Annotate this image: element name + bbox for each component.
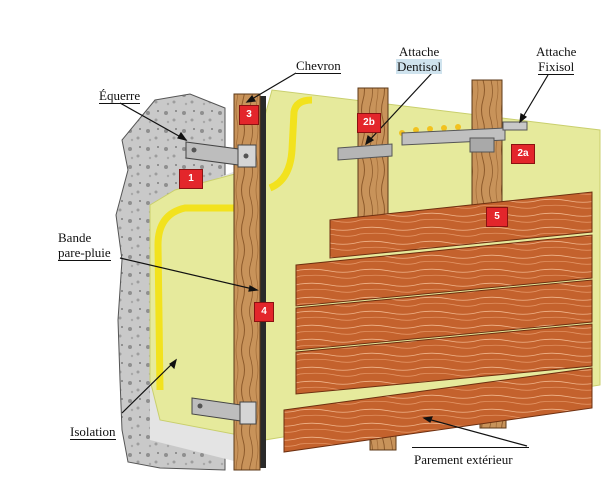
dentisol-clip [337, 143, 393, 161]
label-parement-exterieur: Parement extérieur [414, 452, 513, 467]
badge-5: 5 [486, 207, 508, 227]
equerre-bracket-top [185, 141, 257, 168]
badge-2a: 2a [511, 144, 535, 164]
label-attache-dentisol-line2: Dentisol [396, 59, 443, 74]
rain-barrier-strip [154, 204, 255, 246]
label-attache-dentisol: Attache Dentisol [396, 44, 443, 74]
label-bande-line2: pare-pluie [58, 245, 111, 261]
rear-batten-1 [357, 87, 389, 234]
rain-barrier-strip-top [268, 96, 313, 192]
label-bande-line2-wrap: pare-pluie [58, 245, 111, 261]
label-equerre: Équerre [99, 88, 141, 104]
label-attache-dentisol-line2-wrap: Dentisol [396, 59, 443, 74]
rain-barrier-strip-bottom [154, 244, 164, 391]
badge-2b: 2b [357, 113, 381, 133]
fixisol-arm [469, 137, 495, 153]
label-isolation: Isolation [70, 424, 116, 440]
label-attache-fixisol-line2: Fixisol [538, 59, 575, 75]
badge-1: 1 [179, 169, 203, 189]
equerre-bracket-bottom [191, 397, 257, 425]
label-attache-dentisol-line1: Attache [398, 44, 440, 59]
fixisol-plate [502, 121, 528, 131]
badge-4: 4 [254, 302, 274, 322]
label-attache-fixisol: Attache Fixisol [536, 44, 577, 75]
label-bande-pare-pluie: Bande pare-pluie [58, 230, 111, 261]
label-attache-fixisol-line2-wrap: Fixisol [536, 59, 576, 75]
exterior-cladding [283, 191, 593, 453]
label-attache-fixisol-line1: Attache [536, 44, 577, 59]
label-chevron: Chevron [296, 58, 341, 74]
badge-3: 3 [239, 105, 259, 125]
membrane-strip [256, 96, 266, 468]
parement-underline [412, 447, 529, 448]
label-bande-line1: Bande [58, 230, 92, 245]
